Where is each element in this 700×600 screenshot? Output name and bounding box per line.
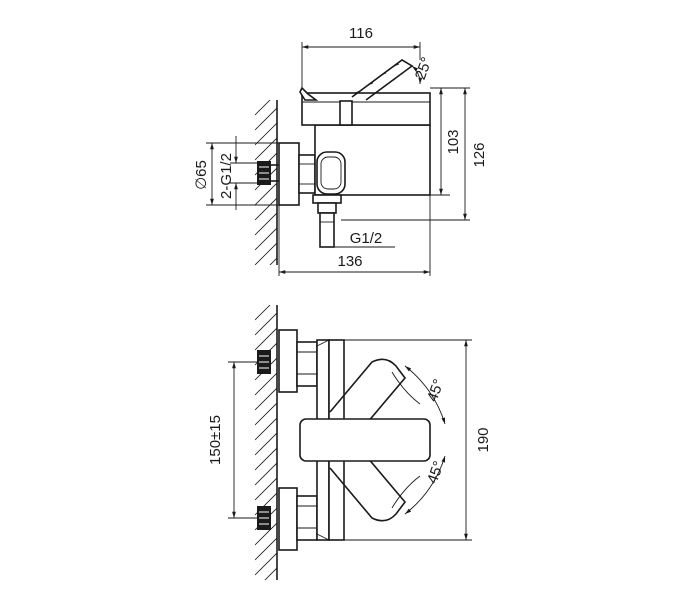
lever-front [299, 418, 431, 462]
dim-height-outer: 126 [471, 142, 488, 167]
angle-upper: 45° [424, 377, 448, 404]
front-view: 150±15 190 45° 45° [207, 305, 492, 580]
dim-center-distance: 150±15 [207, 415, 224, 465]
dimension-lines-front [232, 340, 468, 540]
lever-side [299, 59, 431, 126]
mixer-body-side [314, 124, 431, 196]
connector-nut-top [298, 154, 316, 194]
angle-arcs-front [404, 365, 446, 515]
dim-width-top: 116 [349, 25, 373, 42]
dim-width-bottom: 136 [337, 253, 362, 270]
wall-flange-top [278, 142, 300, 206]
inlet-pipe-top [257, 161, 279, 185]
outlet-connector-top [312, 194, 342, 248]
dim-height-front: 190 [475, 427, 492, 452]
dim-inlet-thread: 2-G1/2 [218, 153, 235, 199]
angle-lower: 45° [424, 459, 448, 486]
top-view: 116 25° 103 126 ∅65 2-G1/2 G1/2 136 [193, 25, 488, 276]
dim-diameter: ∅65 [193, 160, 210, 190]
dimension-lines-top [210, 45, 467, 274]
inlet-lower-front [257, 487, 318, 551]
inlet-upper-front [257, 329, 318, 393]
dim-height-inner: 103 [445, 129, 462, 154]
extension-lines-top [206, 42, 470, 276]
angle-lever: 25° [412, 55, 436, 82]
dim-outlet-thread: G1/2 [350, 230, 383, 247]
wall-hatching-front [255, 305, 278, 580]
